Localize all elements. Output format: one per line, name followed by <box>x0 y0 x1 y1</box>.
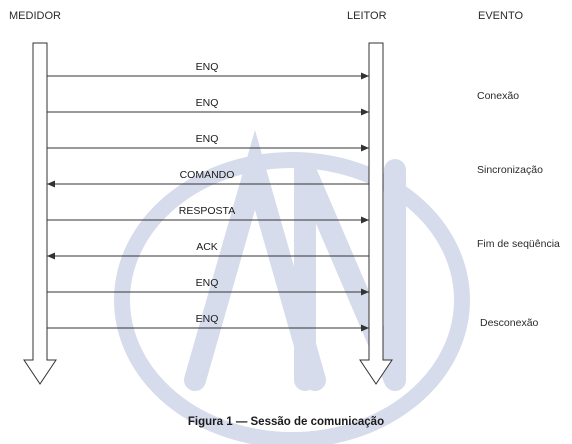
message-arrow-to-meter <box>47 180 369 188</box>
message-label: ACK <box>196 241 218 253</box>
meter-header: MEDIDOR <box>9 10 61 22</box>
message-arrow-to-meter <box>47 252 369 260</box>
reader-lifeline <box>359 42 393 385</box>
event-label-end-of-sequence: Fim de seqüência <box>477 238 560 250</box>
message-label: ENQ <box>195 277 219 289</box>
event-header: EVENTO <box>478 10 524 22</box>
message-label: ENQ <box>195 61 219 73</box>
message-arrow-to-reader <box>47 288 369 296</box>
message-label: COMANDO <box>179 169 235 181</box>
message-arrow-to-reader <box>47 216 369 224</box>
message-arrow-to-reader <box>47 72 369 80</box>
message-label: ENQ <box>195 97 219 109</box>
reader-header: LEITOR <box>347 10 387 22</box>
message-label: ENQ <box>195 313 219 325</box>
figure-caption: Figura 1 — Sessão de comunicação <box>187 416 385 428</box>
message-arrow-to-reader <box>47 324 369 332</box>
message-arrow-to-reader <box>47 108 369 116</box>
message-arrow-to-reader <box>47 144 369 152</box>
event-label-connection: Conexão <box>477 90 520 102</box>
event-label-synchronization: Sincronização <box>477 164 543 176</box>
meter-lifeline <box>23 42 57 385</box>
message-label: ENQ <box>195 133 219 145</box>
abnt-watermark-logo <box>114 129 470 444</box>
message-label: RESPOSTA <box>178 205 236 217</box>
event-label-disconnection: Desconexão <box>480 317 539 329</box>
